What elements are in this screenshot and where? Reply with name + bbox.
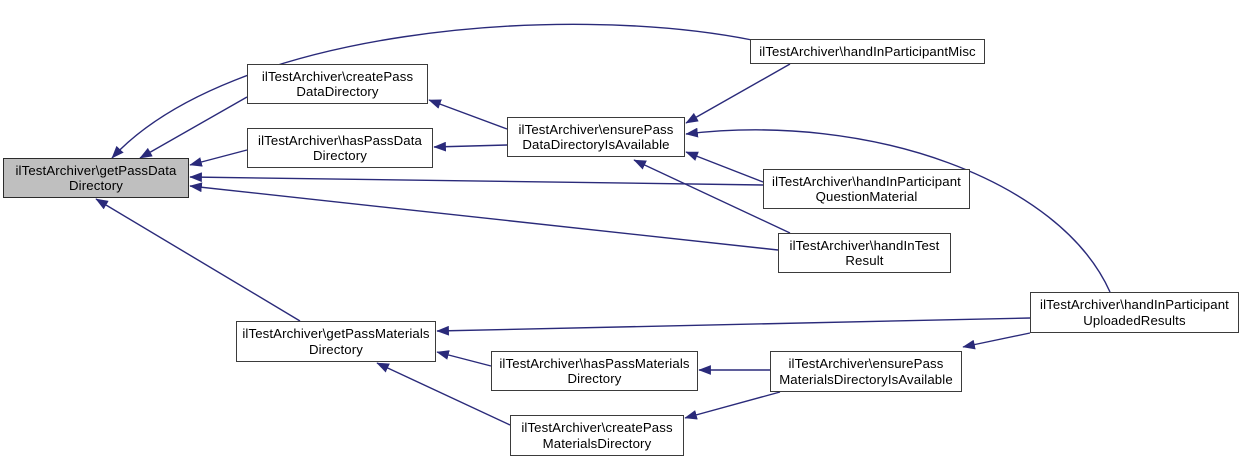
graph-node-label: ilTestArchiver\ensurePass DataDirectoryI… (518, 121, 674, 153)
graph-node-createPassDataDirectory[interactable]: ilTestArchiver\createPass DataDirectory (247, 64, 428, 104)
graph-node-label: ilTestArchiver\ensurePass MaterialsDirec… (779, 356, 953, 387)
graph-node-label: ilTestArchiver\handInParticipant Questio… (772, 173, 961, 205)
graph-edge-ensurePassDataDirectoryIsAvailable-to-createPassDataDirectory (428, 99, 508, 130)
graph-node-ensurePassMaterialsDirectoryIsAvailable[interactable]: ilTestArchiver\ensurePass MaterialsDirec… (770, 351, 962, 392)
graph-edge-ensurePassMaterialsDirectoryIsAvailable-to-createPassMaterialsDirectory (684, 391, 781, 420)
graph-edge-getPassMaterialsDirectory-to-getPassDataDirectory (95, 198, 301, 322)
graph-node-label: ilTestArchiver\handInParticipantMisc (759, 43, 976, 59)
graph-node-label: ilTestArchiver\createPass MaterialsDirec… (521, 420, 673, 451)
graph-node-label: ilTestArchiver\createPass DataDirectory (261, 68, 414, 100)
graph-edge-handInParticipantUploadedResults-to-ensurePassMaterialsDirectoryIsAvailable (962, 332, 1031, 350)
graph-edge-handInParticipantUploadedResults-to-ensurePassDataDirectoryIsAvailable (685, 127, 1111, 293)
graph-edge-handInTestResult-to-ensurePassDataDirectoryIsAvailable (633, 159, 791, 234)
graph-edge-handInParticipantQuestionMaterial-to-getPassDataDirectory (189, 172, 764, 186)
graph-edge-hasPassDataDirectory-to-getPassDataDirectory (189, 149, 248, 167)
graph-edge-handInParticipantQuestionMaterial-to-ensurePassDataDirectoryIsAvailable (685, 151, 764, 183)
graph-node-handInParticipantMisc[interactable]: ilTestArchiver\handInParticipantMisc (750, 39, 985, 64)
graph-node-getPassMaterialsDirectory[interactable]: ilTestArchiver\getPassMaterials Director… (236, 321, 436, 362)
graph-node-label: ilTestArchiver\hasPassMaterials Director… (499, 355, 690, 387)
graph-edge-ensurePassDataDirectoryIsAvailable-to-hasPassDataDirectory (433, 141, 508, 152)
graph-edge-handInParticipantMisc-to-getPassDataDirectory (111, 23, 753, 159)
graph-node-handInTestResult[interactable]: ilTestArchiver\handInTest Result (778, 233, 951, 273)
graph-edge-handInTestResult-to-getPassDataDirectory (189, 182, 779, 251)
graph-node-createPassMaterialsDirectory[interactable]: ilTestArchiver\createPass MaterialsDirec… (510, 415, 684, 456)
graph-node-hasPassDataDirectory[interactable]: ilTestArchiver\hasPassData Directory (247, 128, 433, 168)
graph-edge-createPassMaterialsDirectory-to-getPassMaterialsDirectory (376, 362, 511, 426)
graph-node-handInParticipantQuestionMaterial[interactable]: ilTestArchiver\handInParticipant Questio… (763, 169, 970, 209)
graph-node-label: ilTestArchiver\handInTest Result (789, 237, 940, 269)
graph-edge-createPassDataDirectory-to-getPassDataDirectory (139, 96, 248, 159)
graph-node-ensurePassDataDirectoryIsAvailable[interactable]: ilTestArchiver\ensurePass DataDirectoryI… (507, 117, 685, 157)
graph-edge-hasPassMaterialsDirectory-to-getPassMaterialsDirectory (436, 350, 492, 367)
graph-edge-handInParticipantMisc-to-ensurePassDataDirectoryIsAvailable (685, 63, 791, 124)
graph-node-getPassDataDirectory[interactable]: ilTestArchiver\getPassData Directory (3, 158, 189, 198)
graph-node-label: ilTestArchiver\getPassData Directory (15, 162, 177, 194)
graph-node-label: ilTestArchiver\handInParticipant Uploade… (1040, 297, 1229, 328)
graph-node-handInParticipantUploadedResults[interactable]: ilTestArchiver\handInParticipant Uploade… (1030, 292, 1239, 333)
graph-node-hasPassMaterialsDirectory[interactable]: ilTestArchiver\hasPassMaterials Director… (491, 351, 698, 391)
graph-edge-handInParticipantUploadedResults-to-getPassMaterialsDirectory (436, 317, 1031, 336)
graph-node-label: ilTestArchiver\hasPassData Directory (258, 132, 422, 164)
graph-node-label: ilTestArchiver\getPassMaterials Director… (242, 326, 430, 357)
